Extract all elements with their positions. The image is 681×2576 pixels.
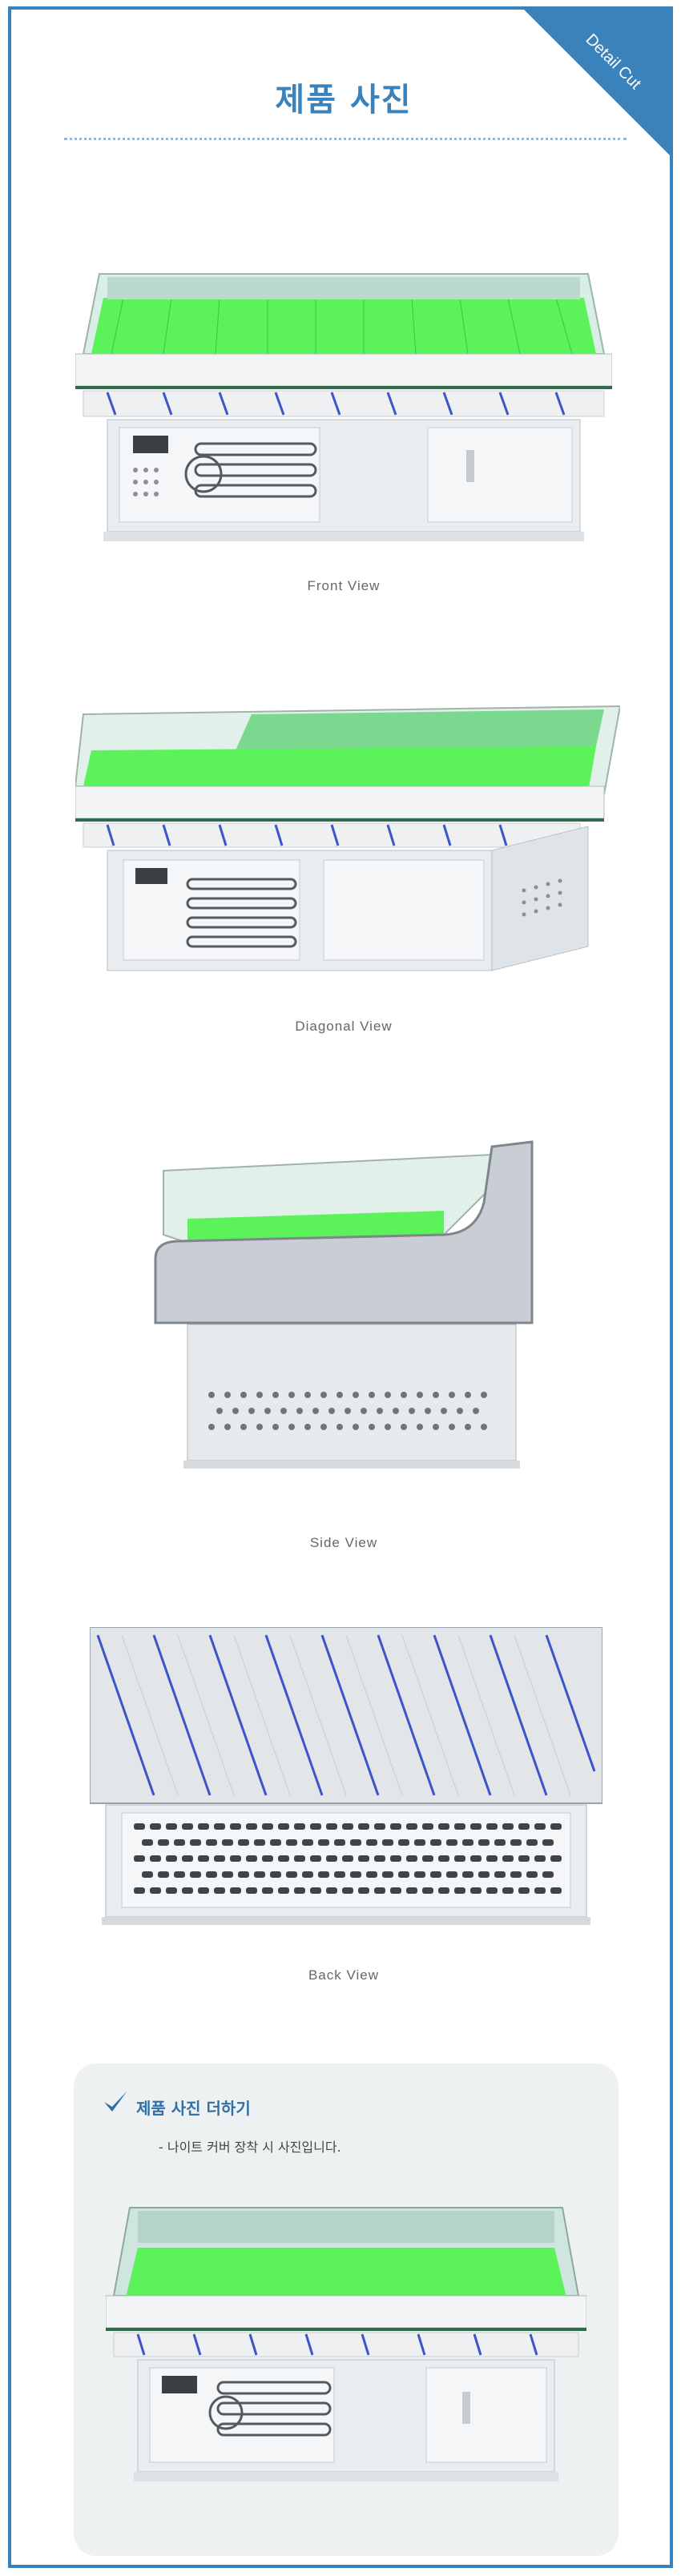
page-frame: Detail Cut 제품 사진	[8, 6, 673, 2568]
night-cover-title: 제품 사진 더하기	[136, 2099, 251, 2118]
back-view-section: Back View	[11, 1619, 670, 1995]
checkmark-icon	[104, 2091, 127, 2112]
side-view-section: Side View	[11, 1131, 670, 1563]
back-view-image	[90, 1627, 602, 1925]
side-view-caption: Side View	[309, 1535, 378, 1550]
title-divider	[64, 138, 627, 140]
back-view-caption: Back View	[308, 1967, 380, 1983]
diagonal-view-section: Diagonal View	[11, 674, 670, 1051]
front-view-caption: Front View	[307, 578, 381, 593]
diagonal-view-caption: Diagonal View	[295, 1019, 393, 1034]
page-title: 제품 사진	[275, 82, 413, 119]
front-view-image	[75, 273, 612, 541]
night-cover-image	[106, 2207, 586, 2482]
side-view-image	[154, 1140, 534, 1469]
night-cover-panel: 제품 사진 더하기 - 나이트 커버 장착 시 사진입니다.	[74, 2064, 619, 2556]
corner-ribbon: Detail Cut	[521, 10, 670, 159]
night-cover-description: - 나이트 커버 장착 시 사진입니다.	[159, 2140, 341, 2155]
diagonal-view-image	[75, 705, 620, 971]
front-view-section: Front View	[11, 242, 670, 610]
